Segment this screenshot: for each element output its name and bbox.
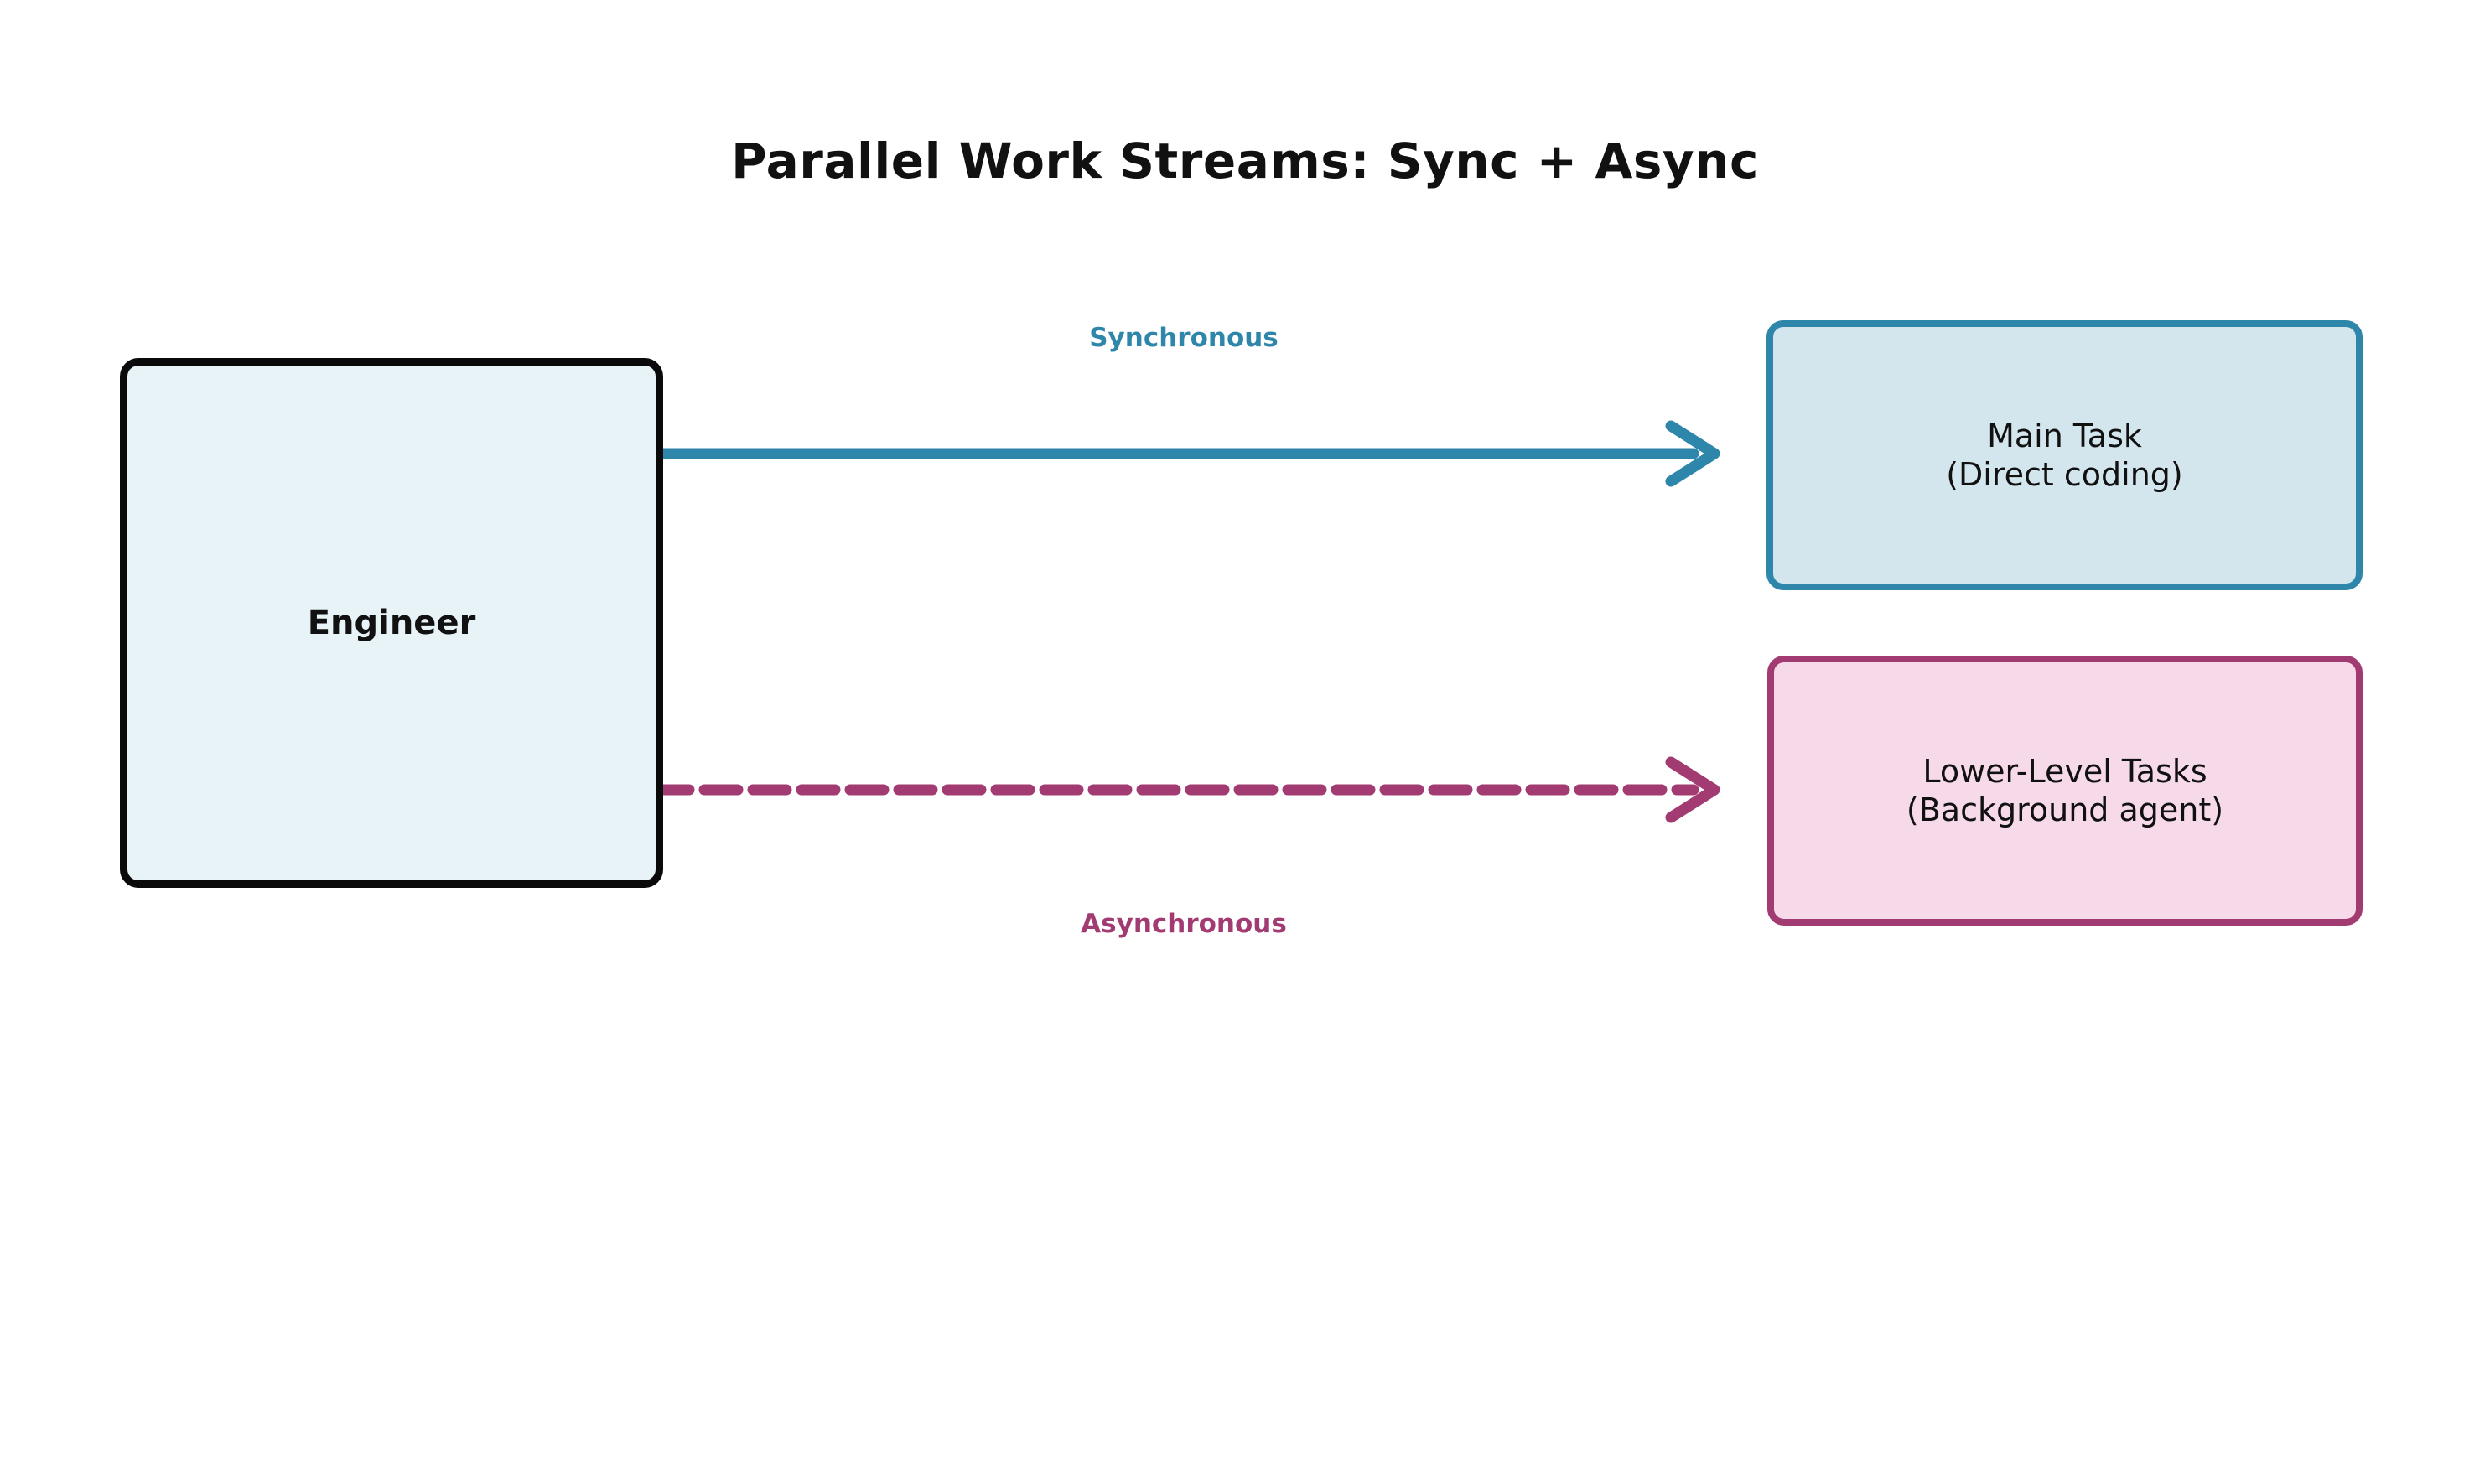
node-lower-level-tasks[interactable]: Lower-Level Tasks (Background agent) — [1767, 656, 2363, 926]
node-engineer-label: Engineer — [307, 603, 476, 642]
edge-synchronous-arrowhead — [1665, 420, 1720, 487]
node-engineer[interactable]: Engineer — [120, 358, 663, 888]
node-main-task[interactable]: Main Task (Direct coding) — [1766, 320, 2363, 590]
page-title: Parallel Work Streams: Sync + Async — [731, 132, 1759, 189]
edge-label-asynchronous: Asynchronous — [1081, 909, 1287, 939]
edge-synchronous — [637, 420, 1720, 487]
edge-asynchronous-arrowhead — [1665, 756, 1720, 823]
node-lower-level-tasks-label: Lower-Level Tasks (Background agent) — [1906, 752, 2224, 828]
edge-asynchronous — [650, 756, 1720, 823]
node-main-task-label: Main Task (Direct coding) — [1946, 417, 2183, 493]
edge-label-synchronous: Synchronous — [1089, 323, 1279, 353]
